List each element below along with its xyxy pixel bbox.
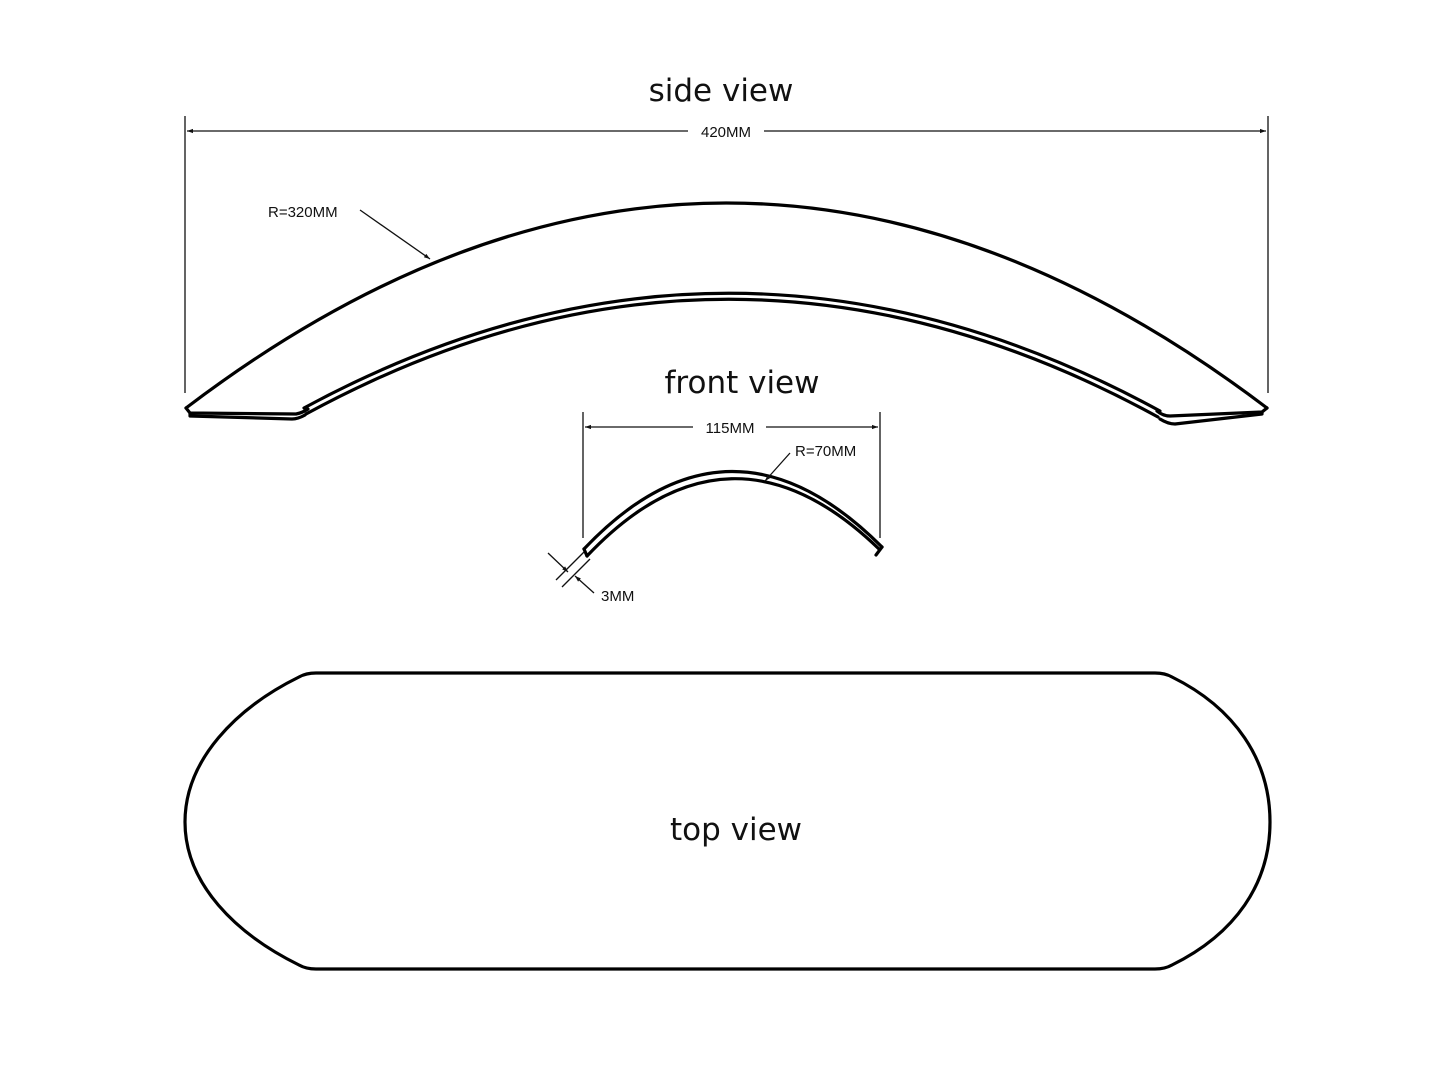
radius-70-leader: R=70MM — [764, 443, 856, 482]
fender-side-profile — [184, 201, 1269, 426]
fender-top-outline — [183, 671, 1272, 971]
dimension-115-label: 115MM — [706, 420, 755, 437]
front-view-title: front view — [665, 365, 820, 401]
thickness-3-label: 3MM — [601, 588, 634, 605]
dimension-420: 420MM — [187, 124, 1266, 141]
thickness-3-dimension: 3MM — [547, 551, 634, 605]
top-view: top view — [183, 671, 1272, 971]
radius-320-label: R=320MM — [268, 204, 338, 221]
dimension-115: 115MM — [585, 420, 878, 437]
top-view-title: top view — [670, 812, 802, 848]
side-view: side view 420MM R=320MM — [184, 73, 1269, 426]
fender-front-profile — [582, 469, 884, 558]
front-view: front view 115MM R=70MM 3MM — [547, 365, 884, 605]
side-view-title: side view — [649, 73, 794, 109]
dimension-420-label: 420MM — [701, 124, 751, 141]
radius-70-label: R=70MM — [795, 443, 856, 460]
radius-320-leader: R=320MM — [268, 204, 431, 260]
